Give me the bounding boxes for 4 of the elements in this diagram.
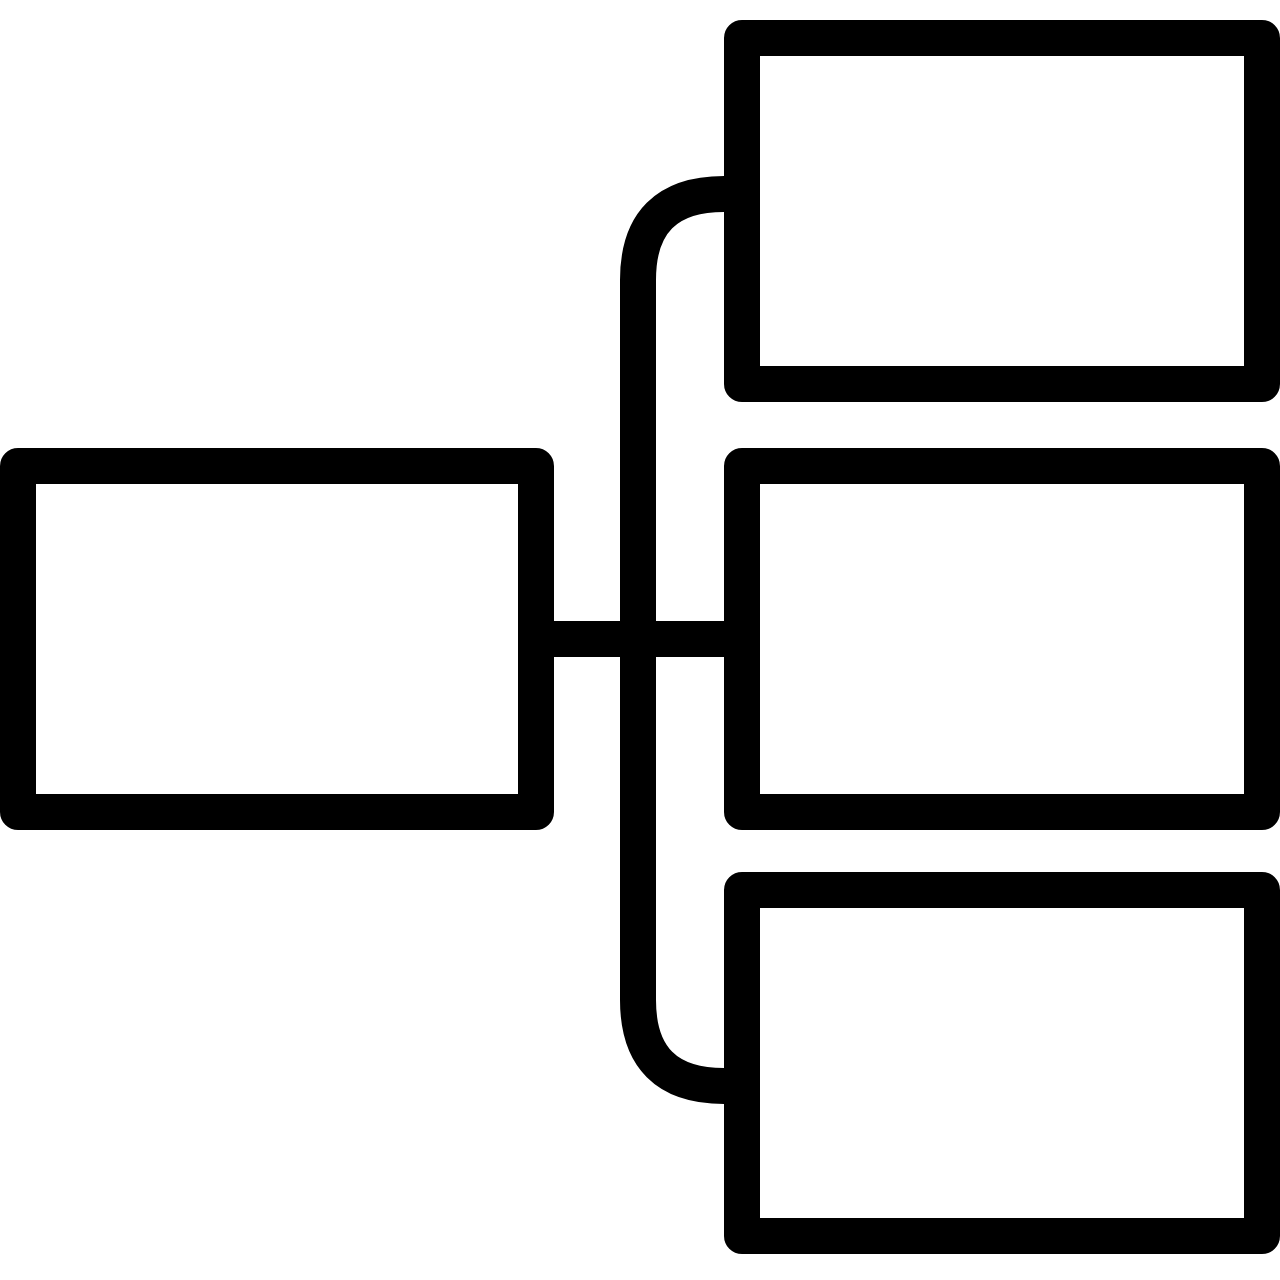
empty-box (724, 20, 1280, 402)
empty-box (0, 448, 554, 830)
empty-box (724, 448, 1280, 830)
empty-box (724, 872, 1280, 1254)
